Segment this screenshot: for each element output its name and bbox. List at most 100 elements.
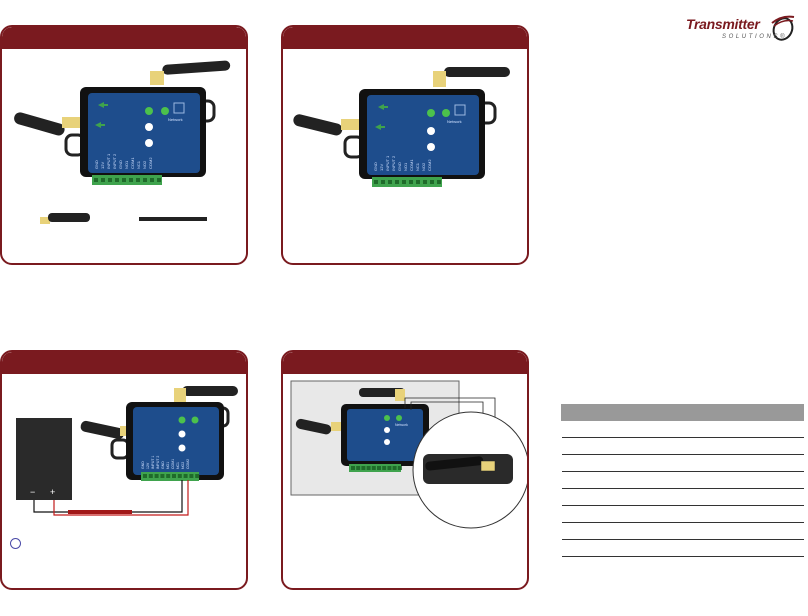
terminal-screw [416,180,420,184]
spec-cell-value [670,539,804,557]
svg-text:Network: Network [395,423,408,427]
panel-header [2,27,246,49]
antenna-left-icon [14,112,65,136]
terminal-label: NO2 [142,160,147,169]
terminal-screw [423,180,427,184]
spec-table-header [561,404,804,421]
antenna-left-icon [293,114,343,136]
antenna-connector-icon [150,71,164,85]
terminal-screw [136,178,140,182]
terminal-screw [148,474,153,478]
terminal-screw [430,180,434,184]
terminal-screw [150,178,154,182]
logo-brand: Transmitter [686,16,760,32]
terminal-screw [387,466,392,470]
terminal-screw [108,178,112,182]
spec-cell-label [561,454,671,472]
terminal-label: GND [118,160,123,169]
terminal-block [372,177,442,187]
spec-cell-value [670,488,804,506]
terminal-screw [172,474,176,478]
spec-table-row [561,539,804,557]
terminal-screw [402,180,406,184]
terminal-screw [366,466,371,470]
spec-cell-label [561,522,671,540]
terminal-label: GND [397,162,402,171]
terminal-label: INPUT 1 [106,153,111,169]
figure-panel-sim-detail: Network [281,350,529,590]
terminal-label: INPUT 2 [391,155,396,171]
terminal-screw [395,180,399,184]
terminal-screw [189,474,194,478]
terminal-screw [183,474,188,478]
step-marker-icon [10,538,21,549]
terminal-screw [129,178,133,182]
panel-header [2,352,246,374]
terminal-label: NO1 [166,462,170,469]
terminal-label: NC1 [176,462,180,469]
terminal-screw [143,474,147,478]
terminal-label: 12V [100,162,105,169]
spec-table-row [561,488,804,506]
terminal-label: COM1 [409,159,414,171]
battery-icon [16,418,72,500]
spare-cable-icon [139,217,207,221]
terminal-label: INPUT 2 [156,456,160,469]
terminal-screw [157,178,161,182]
spec-table-row [561,505,804,523]
spec-table [561,404,804,557]
terminal-label: COM2 [427,159,432,171]
terminal-screw [94,178,98,182]
terminal-screw [371,466,376,470]
terminal-label: NC1 [415,162,420,171]
terminal-screw [381,180,385,184]
spec-table-row [561,471,804,489]
terminal-label: 12V [379,164,384,171]
terminal-screw [166,474,171,478]
terminal-screw [115,178,119,182]
terminal-label: COM1 [130,157,135,169]
antenna-top-icon [444,67,510,77]
logo-subtitle: SOLUTIONS® [722,34,788,40]
terminal-label: COM1 [171,459,175,469]
spec-cell-label [561,437,671,455]
terminal-label: NO2 [421,162,426,171]
terminal-screw [143,178,147,182]
spec-cell-label [561,420,671,438]
terminal-screw [382,466,387,470]
spare-antenna-icon [48,213,90,222]
panel-header [283,27,527,49]
terminal-label: COM2 [186,459,190,469]
terminal-screw [374,180,378,184]
sim-detail-illustration: Network [290,380,527,529]
spec-cell-value [670,522,804,540]
logo-swoosh-icon [771,15,795,41]
spec-cell-value [670,505,804,523]
terminal-label: INPUT 1 [151,456,155,469]
terminal-label: INPUT 2 [112,153,117,169]
panel-header [283,352,527,374]
transmitter-solutions-logo: Transmitter SOLUTIONS® [686,14,802,50]
terminal-label: COM2 [148,157,153,169]
spec-table-row [561,437,804,455]
terminal-label: NO2 [181,462,185,469]
terminal-label: INPUT 1 [385,155,390,171]
svg-text:+: + [50,487,55,497]
spec-cell-label [561,471,671,489]
terminal-screw [388,180,392,184]
spec-cell-value [670,471,804,489]
spec-table-row [561,420,804,438]
terminal-screw [392,466,397,470]
spec-table-row [561,522,804,540]
terminal-screw [154,474,159,478]
spec-cell-label [561,488,671,506]
terminal-label: 12V [146,462,150,469]
terminal-screw [437,180,441,184]
terminal-label: GND [94,160,99,169]
spec-table-row [561,454,804,472]
terminal-screw [397,466,402,470]
